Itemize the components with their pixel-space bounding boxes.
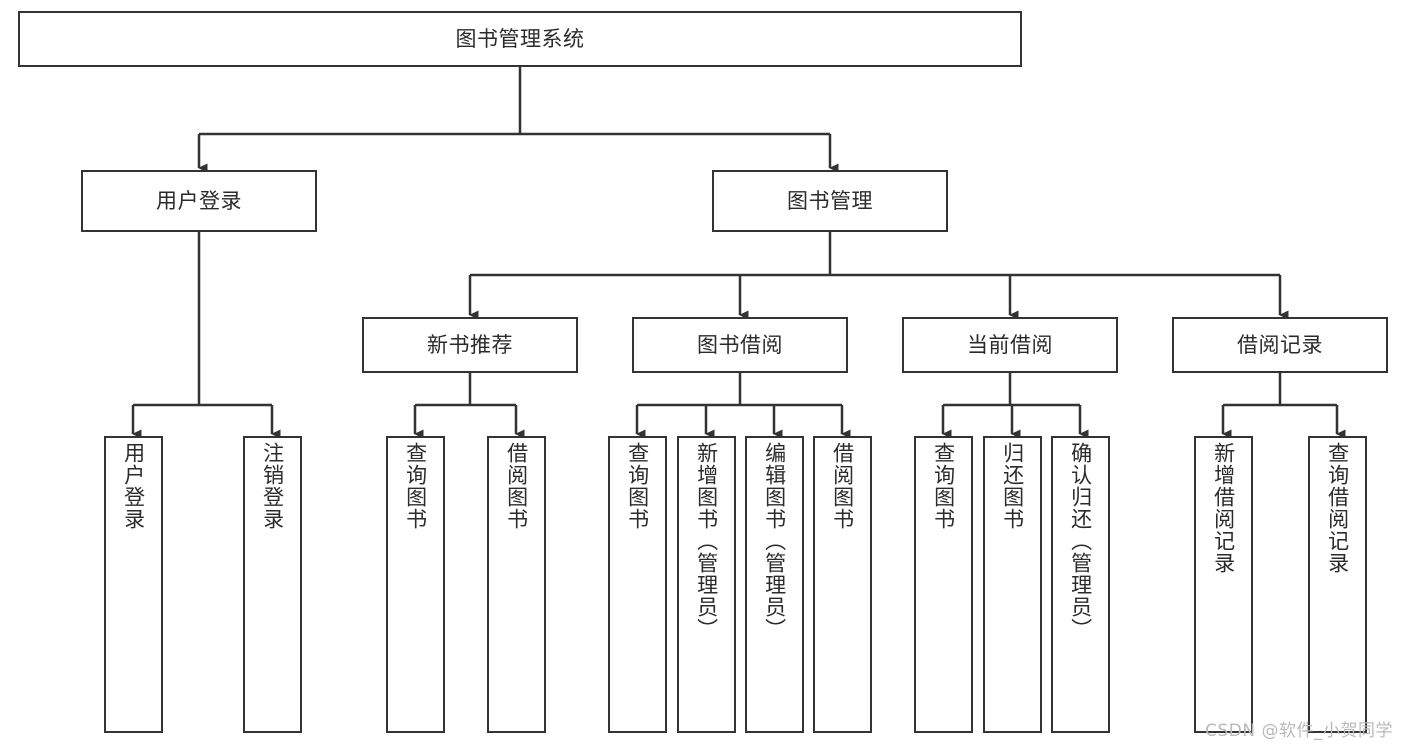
node-root[interactable]: 图书管理系统 bbox=[18, 11, 1022, 67]
node-label-leaf-query-borrow-record: 查询借阅记录 bbox=[1325, 442, 1350, 574]
node-label-book-borrow: 图书借阅 bbox=[697, 332, 783, 357]
node-label-leaf-edit-book-admin: 编辑图书（管理员） bbox=[762, 442, 787, 640]
node-label-leaf-query-book-borrow: 查询图书 bbox=[625, 442, 650, 530]
node-leaf-query-book-current[interactable]: 查询图书 bbox=[914, 436, 973, 733]
node-label-user-login: 用户登录 bbox=[156, 188, 242, 213]
node-leaf-user-login[interactable]: 用户登录 bbox=[104, 436, 163, 733]
node-label-borrow-record: 借阅记录 bbox=[1237, 332, 1323, 357]
node-label-leaf-user-login: 用户登录 bbox=[121, 442, 146, 530]
node-label-leaf-borrow-book: 借阅图书 bbox=[830, 442, 855, 530]
node-leaf-logout[interactable]: 注销登录 bbox=[243, 436, 302, 733]
connector-edges bbox=[131, 67, 1346, 439]
node-leaf-add-book-admin[interactable]: 新增图书（管理员） bbox=[677, 436, 736, 733]
node-new-book-recommend[interactable]: 新书推荐 bbox=[362, 317, 578, 373]
node-label-leaf-borrow-book-recommend: 借阅图书 bbox=[504, 442, 529, 530]
node-label-leaf-add-borrow-record: 新增借阅记录 bbox=[1211, 442, 1236, 574]
node-label-leaf-confirm-return-admin: 确认归还（管理员） bbox=[1068, 442, 1093, 640]
node-book-borrow[interactable]: 图书借阅 bbox=[632, 317, 848, 373]
node-label-book-management: 图书管理 bbox=[787, 188, 873, 213]
node-leaf-confirm-return-admin[interactable]: 确认归还（管理员） bbox=[1051, 436, 1110, 733]
watermark-label: CSDN @软件_小贺同学 bbox=[1205, 721, 1393, 741]
node-user-login[interactable]: 用户登录 bbox=[81, 170, 317, 232]
node-label-leaf-add-book-admin: 新增图书（管理员） bbox=[694, 442, 719, 640]
node-label-leaf-logout: 注销登录 bbox=[260, 442, 285, 530]
node-book-management[interactable]: 图书管理 bbox=[712, 170, 948, 232]
node-label-new-book-recommend: 新书推荐 bbox=[427, 332, 513, 357]
node-label-leaf-query-book-current: 查询图书 bbox=[931, 442, 956, 530]
node-leaf-query-book-recommend[interactable]: 查询图书 bbox=[386, 436, 445, 733]
node-leaf-query-book-borrow[interactable]: 查询图书 bbox=[608, 436, 667, 733]
node-leaf-query-borrow-record[interactable]: 查询借阅记录 bbox=[1308, 436, 1367, 733]
node-leaf-edit-book-admin[interactable]: 编辑图书（管理员） bbox=[745, 436, 804, 733]
node-leaf-return-book[interactable]: 归还图书 bbox=[983, 436, 1042, 733]
node-leaf-borrow-book-recommend[interactable]: 借阅图书 bbox=[487, 436, 546, 733]
node-borrow-record[interactable]: 借阅记录 bbox=[1172, 317, 1388, 373]
node-label-root: 图书管理系统 bbox=[455, 26, 585, 51]
node-label-current-borrow: 当前借阅 bbox=[967, 332, 1053, 357]
node-label-leaf-query-book-recommend: 查询图书 bbox=[403, 442, 428, 530]
node-leaf-borrow-book[interactable]: 借阅图书 bbox=[813, 436, 872, 733]
node-current-borrow[interactable]: 当前借阅 bbox=[902, 317, 1118, 373]
node-leaf-add-borrow-record[interactable]: 新增借阅记录 bbox=[1194, 436, 1253, 733]
node-label-leaf-return-book: 归还图书 bbox=[1000, 442, 1025, 530]
